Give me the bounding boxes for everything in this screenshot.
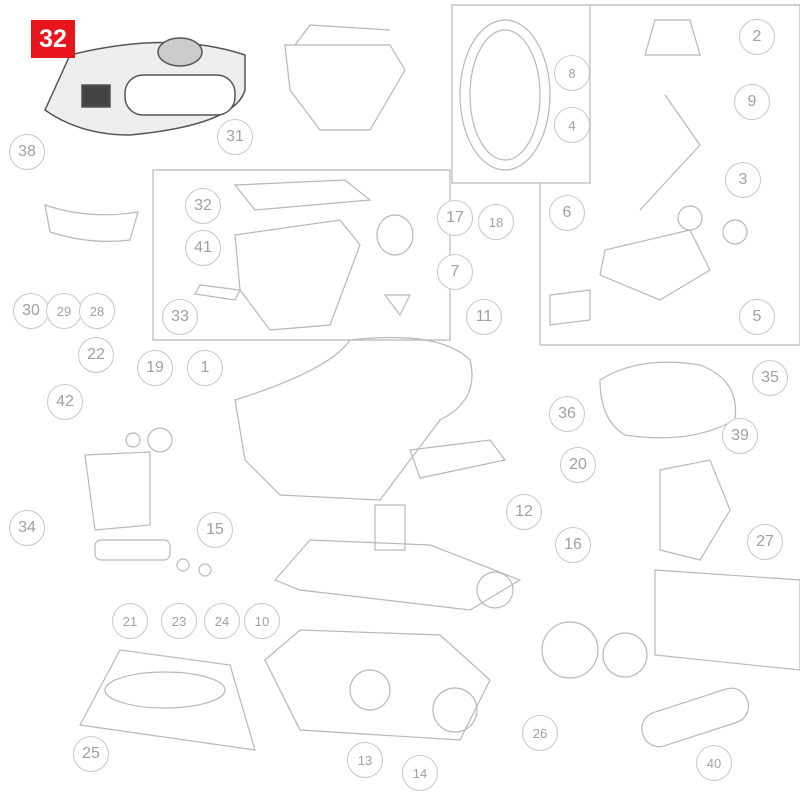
part-filter-basket [234, 219, 361, 331]
part-22 [147, 427, 173, 453]
part-2 [644, 19, 701, 56]
part-25 [79, 649, 256, 751]
part-6 [549, 289, 591, 326]
part-callout[interactable]: 24 [204, 603, 240, 639]
part-callout[interactable]: 26 [522, 715, 558, 751]
part-callout[interactable]: 33 [162, 299, 198, 335]
part-20 [409, 439, 507, 479]
part-callout[interactable]: 31 [217, 119, 253, 155]
part-31-hopper [284, 24, 406, 131]
part-callout[interactable]: 20 [560, 447, 596, 483]
part-21 [94, 539, 171, 561]
part-15 [273, 539, 522, 611]
part-26 [541, 621, 599, 679]
part-callout[interactable]: 15 [197, 512, 233, 548]
part-39 [659, 459, 731, 561]
part-callout[interactable]: 18 [478, 204, 514, 240]
part-callout[interactable]: 32 [185, 188, 221, 224]
part-9 [639, 94, 701, 211]
part-callout[interactable]: 4 [554, 107, 590, 143]
group-box-handle [539, 4, 800, 346]
part-callout[interactable]: 23 [161, 603, 197, 639]
part-callout[interactable]: 11 [466, 299, 502, 335]
part-callout[interactable]: 21 [112, 603, 148, 639]
part-5 [599, 229, 711, 301]
part-callout[interactable]: 9 [734, 84, 770, 120]
part-callout[interactable]: 42 [47, 384, 83, 420]
part-callout[interactable]: 35 [752, 360, 788, 396]
part-callout[interactable]: 29 [46, 293, 82, 329]
part-35 [599, 361, 737, 439]
part-callout[interactable]: 10 [244, 603, 280, 639]
part-callout[interactable]: 5 [739, 299, 775, 335]
part-callout[interactable]: 19 [137, 350, 173, 386]
group-box-filter [152, 169, 451, 341]
part-callout[interactable]: 16 [555, 527, 591, 563]
part-callout[interactable]: 30 [13, 293, 49, 329]
part-callout[interactable]: 14 [402, 755, 438, 791]
part-callout[interactable]: 22 [78, 337, 114, 373]
part-16 [476, 571, 514, 609]
part-callout[interactable]: 1 [187, 350, 223, 386]
part-callout[interactable]: 6 [549, 195, 585, 231]
part-callout[interactable]: 17 [437, 200, 473, 236]
part-3 [677, 205, 703, 231]
part-callout[interactable]: 38 [9, 134, 45, 170]
part-callout[interactable]: 27 [747, 524, 783, 560]
part-callout[interactable]: 41 [185, 230, 221, 266]
part-cable [459, 19, 551, 171]
part-42 [125, 432, 141, 448]
part-callout[interactable]: 25 [73, 736, 109, 772]
group-box-cable [451, 4, 591, 184]
part-14-wheel [432, 687, 478, 733]
part-13-chassis [264, 629, 491, 741]
part-callout[interactable]: 13 [347, 742, 383, 778]
part-callout[interactable]: 2 [739, 19, 775, 55]
part-callout[interactable]: 40 [696, 745, 732, 781]
part-callout[interactable]: 8 [554, 55, 590, 91]
part-callout[interactable]: 3 [725, 162, 761, 198]
part-34 [84, 451, 151, 531]
part-38 [44, 204, 139, 242]
part-7 [383, 294, 411, 317]
part-36-body [234, 336, 473, 501]
part-callout[interactable]: 28 [79, 293, 115, 329]
part-32-top-cover [44, 37, 246, 136]
part-callout[interactable]: 36 [549, 396, 585, 432]
part-callout[interactable]: 39 [722, 418, 758, 454]
part-callout[interactable]: 7 [437, 254, 473, 290]
highlighted-part-badge: 32 [31, 20, 75, 58]
part-filter-lid [233, 179, 372, 211]
part-17 [376, 214, 414, 256]
part-callout[interactable]: 12 [506, 494, 542, 530]
part-40 [641, 687, 750, 748]
part-27 [654, 569, 800, 671]
part-callout[interactable]: 34 [9, 510, 45, 546]
part-33 [194, 284, 241, 301]
